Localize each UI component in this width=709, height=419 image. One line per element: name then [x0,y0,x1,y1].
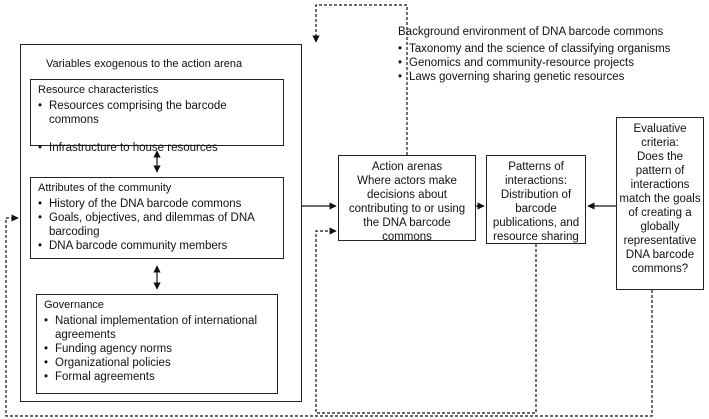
community-list: History of the DNA barcode commons Goals… [38,197,278,253]
resource-list: Resources comprising the barcode commons… [38,99,278,155]
background-item: Taxonomy and the science of classifying … [398,42,703,56]
action-arenas-title: Action arenas [371,161,443,173]
community-item: Goals, objectives, and dilemmas of DNA b… [38,211,278,239]
governance-title: Governance [44,299,104,311]
patterns-box [486,155,586,244]
governance-item: Organizational policies [44,356,272,370]
governance-list: National implementation of international… [44,314,272,384]
evaluative-title: Evaluative criteria: [633,123,687,149]
background-item: Genomics and community-resource projects [398,56,703,70]
governance-item: Formal agreements [44,370,272,384]
dashed-feedback-bottom [315,227,537,414]
background-list: Taxonomy and the science of classifying … [398,42,703,84]
patterns-text: Distribution of barcode publications, an… [492,189,580,243]
governance-item: National implementation of international… [44,314,272,342]
dashed-feedback-top [312,4,408,155]
background-item: Laws governing sharing genetic resources [398,70,703,84]
action-arenas-text: Where actors make decisions about contri… [348,175,466,243]
patterns-title: Patterns of interactions: [504,161,567,187]
evaluative-criteria-box [616,117,704,290]
community-item: History of the DNA barcode commons [38,197,278,211]
background-title: Background environment of DNA barcode co… [398,26,664,38]
governance-item: Funding agency norms [44,342,272,356]
resource-title: Resource characteristics [38,84,159,96]
evaluative-text: Does the pattern of interactions match t… [619,151,701,275]
exogenous-title: Variables exogenous to the action arena [46,58,243,70]
community-item: DNA barcode community members [38,239,278,253]
resource-item: Resources comprising the barcode commons [38,99,278,127]
action-arenas-box [338,155,476,241]
dashed-feedback-left [5,214,653,417]
resource-item: Infrastructure to house resources [38,141,278,155]
community-title: Attributes of the community [38,182,172,194]
